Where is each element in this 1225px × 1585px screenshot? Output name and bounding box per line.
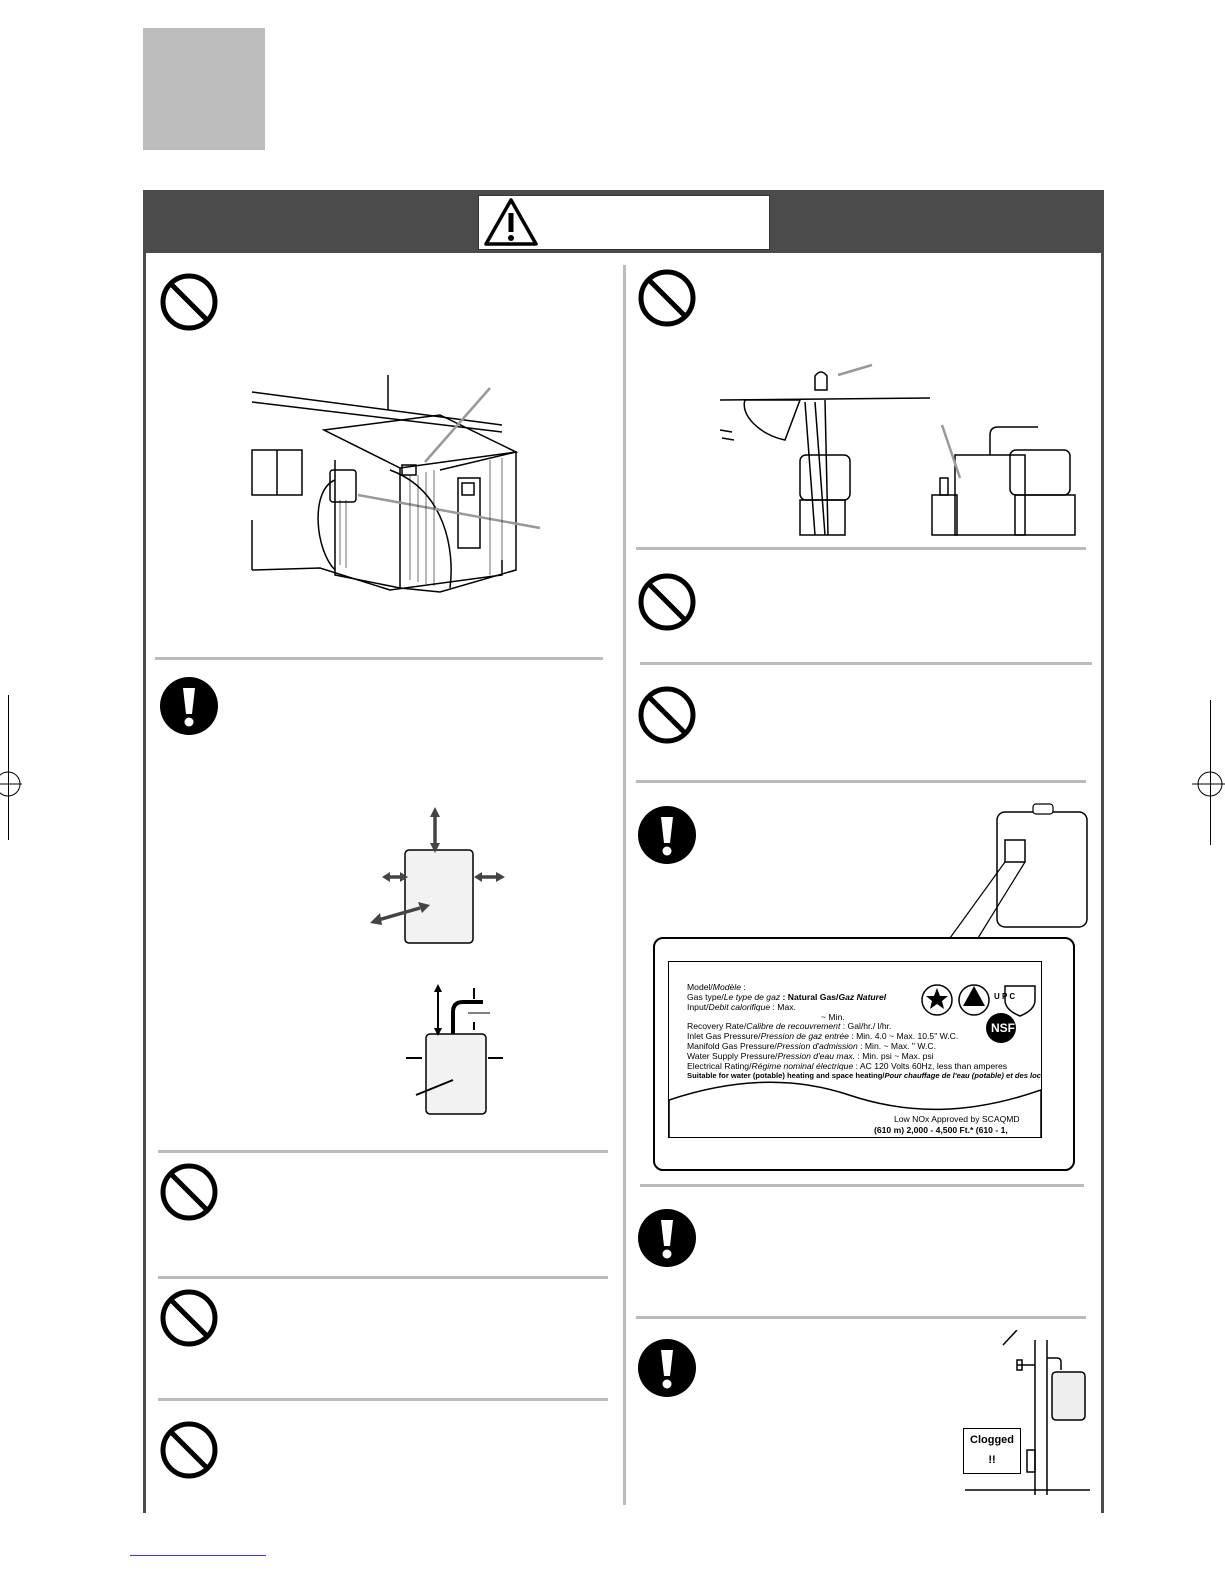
section-number-box xyxy=(143,28,265,150)
plate-line-lownox: Low NOx Approved by SCAQMD xyxy=(894,1114,1020,1124)
clearance-diagram xyxy=(406,984,503,1115)
house-illustration xyxy=(251,375,541,593)
warning-title-box xyxy=(478,195,770,250)
registration-mark-icon xyxy=(1192,771,1225,797)
divider xyxy=(640,1184,1084,1187)
plate-line-model: Model/Modèle : xyxy=(687,982,746,992)
frame-right xyxy=(1101,253,1104,1513)
prohibition-icon xyxy=(160,273,218,331)
mandatory-icon xyxy=(638,1339,696,1397)
water-heater-label-illustration xyxy=(949,803,1088,939)
plate-line-inlet: Inlet Gas Pressure/Pression de gaz entré… xyxy=(687,1031,959,1041)
plate-line-recovery: Recovery Rate/Calibre de recouvrement : … xyxy=(687,1021,892,1031)
divider xyxy=(640,662,1092,665)
crop-mark xyxy=(8,695,9,840)
prohibition-icon xyxy=(638,269,696,327)
plate-line-water: Water Supply Pressure/Pression d'eau max… xyxy=(687,1051,934,1061)
plate-line-altitude: (610 m) 2,000 - 4,500 Ft.* (610 - 1, xyxy=(874,1125,1008,1135)
mandatory-icon xyxy=(160,677,218,735)
footer-link-underline xyxy=(130,1555,266,1556)
divider xyxy=(636,1316,1086,1319)
divider xyxy=(155,657,603,660)
divider xyxy=(158,1398,608,1401)
prohibition-icon xyxy=(638,573,696,631)
divider xyxy=(636,547,1086,550)
upc-logo-text: U P C xyxy=(994,992,1016,1001)
column-divider xyxy=(623,265,626,1505)
nsf-logo-text: NSF xyxy=(991,1021,1015,1035)
plate-line-suitable: Suitable for water (potable) heating and… xyxy=(687,1071,1042,1080)
divider xyxy=(158,1276,608,1279)
divider xyxy=(636,780,1086,783)
plate-line-input-min: ~ Min. xyxy=(821,1012,845,1022)
clogged-sign: Clogged !! xyxy=(963,1428,1021,1474)
plate-line-input: Input/Debit calorifique : Max. xyxy=(687,1002,796,1012)
plate-line-manifold: Manifold Gas Pressure/Pression d'admissi… xyxy=(687,1041,936,1051)
registration-mark-icon xyxy=(0,771,22,797)
mandatory-icon xyxy=(638,806,696,864)
clogged-text: Clogged xyxy=(970,1434,1014,1446)
clearance-diagram xyxy=(370,807,505,944)
plate-line-electrical: Electrical Rating/Régime nominal électri… xyxy=(687,1061,1008,1071)
frame-left xyxy=(143,253,146,1513)
rating-plate: Model/Modèle : Gas type/Le type de gaz :… xyxy=(668,961,1042,1138)
plate-line-gas-type: Gas type/Le type de gaz : Natural Gas/Ga… xyxy=(687,992,887,1002)
warning-triangle-icon xyxy=(484,198,538,246)
divider xyxy=(158,1150,608,1153)
prohibition-icon xyxy=(160,1289,218,1347)
certification-logos xyxy=(921,984,1036,1043)
laundry-illustration xyxy=(719,363,1076,536)
vent-clogged-illustration xyxy=(965,1330,1090,1495)
mandatory-icon xyxy=(638,1209,696,1267)
prohibition-icon xyxy=(638,686,696,744)
torn-edge xyxy=(669,1081,1041,1137)
prohibition-icon xyxy=(160,1421,218,1479)
clogged-exclaim: !! xyxy=(988,1454,996,1466)
prohibition-icon xyxy=(160,1163,218,1221)
